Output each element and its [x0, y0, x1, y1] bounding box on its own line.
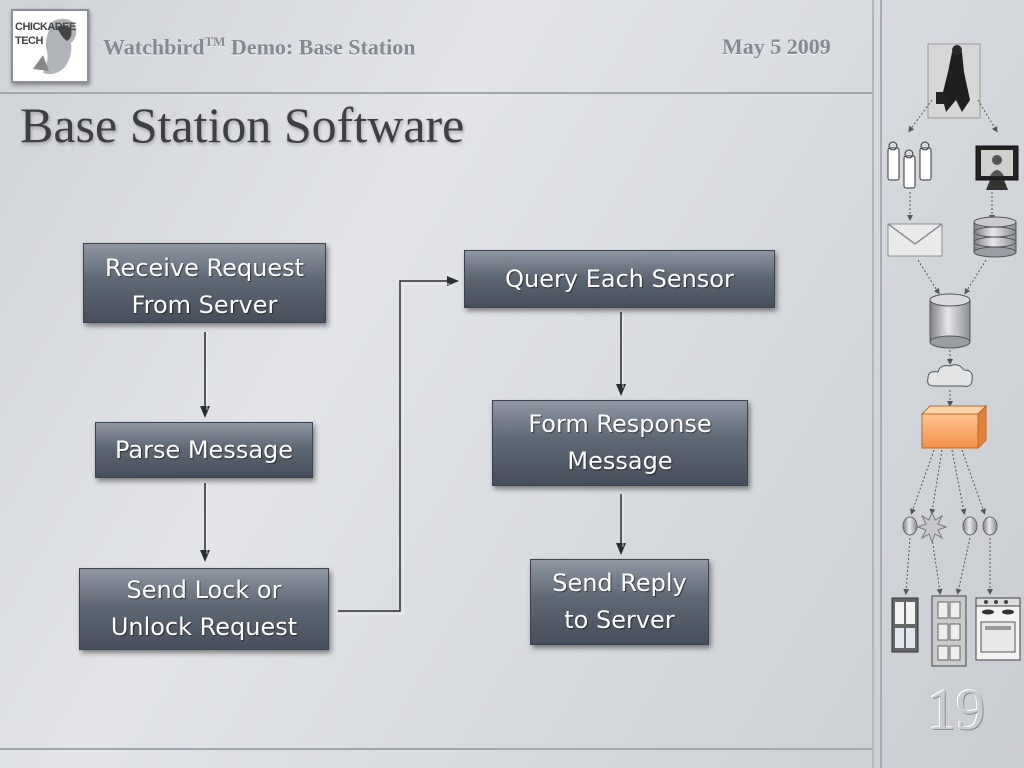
monitor-icon [975, 145, 1019, 190]
sidebar-divider-2 [880, 0, 882, 768]
stove-icon [975, 597, 1021, 661]
step-parse-message: Parse Message [95, 422, 313, 478]
slide-title: Base Station Software [20, 97, 465, 153]
cloud-icon [927, 364, 973, 387]
flow-connectors [200, 276, 626, 615]
trademark-symbol: TM [204, 34, 226, 49]
header-divider [0, 92, 872, 94]
base-station-box-icon [920, 404, 988, 450]
step-query-sensor: Query Each Sensor [464, 250, 775, 308]
logo-text-line2: TECH [15, 35, 43, 47]
server-cylinder-icon [929, 293, 971, 349]
step-send-reply: Send Reply to Server [530, 559, 709, 645]
network-diagram-sidebar [887, 43, 1021, 667]
page-number: 19 [927, 677, 985, 742]
sensor-node-icon [902, 510, 998, 544]
chickadee-tech-logo: CHICKADEE TECH [11, 9, 89, 83]
step-form-response: Form Response Message [492, 400, 748, 486]
arrow-send-to-query [338, 276, 459, 612]
logo-text-line1: CHICKADEE [15, 21, 76, 33]
step-receive-request: Receive Request From Server [83, 243, 326, 323]
database-stack-icon [973, 216, 1017, 258]
chickadee-bird-icon [33, 18, 77, 75]
presentation-title-rest: Demo: Base Station [225, 34, 416, 60]
presentation-title: WatchbirdTM Demo: Base Station [103, 34, 415, 60]
window-icon [891, 597, 919, 653]
slide-main: CHICKADEE TECH WatchbirdTM Demo: Base St… [0, 9, 872, 750]
person-photo [927, 43, 981, 119]
presentation-title-main: Watchbird [103, 34, 205, 60]
footer-divider [0, 748, 872, 750]
presentation-date: May 5 2009 [722, 34, 831, 59]
step-send-lock-request: Send Lock or Unlock Request [79, 568, 329, 650]
mail-icon [887, 223, 943, 257]
tags-icon [887, 141, 932, 189]
sidebar-divider-1 [872, 0, 874, 768]
door-icon [931, 595, 967, 667]
